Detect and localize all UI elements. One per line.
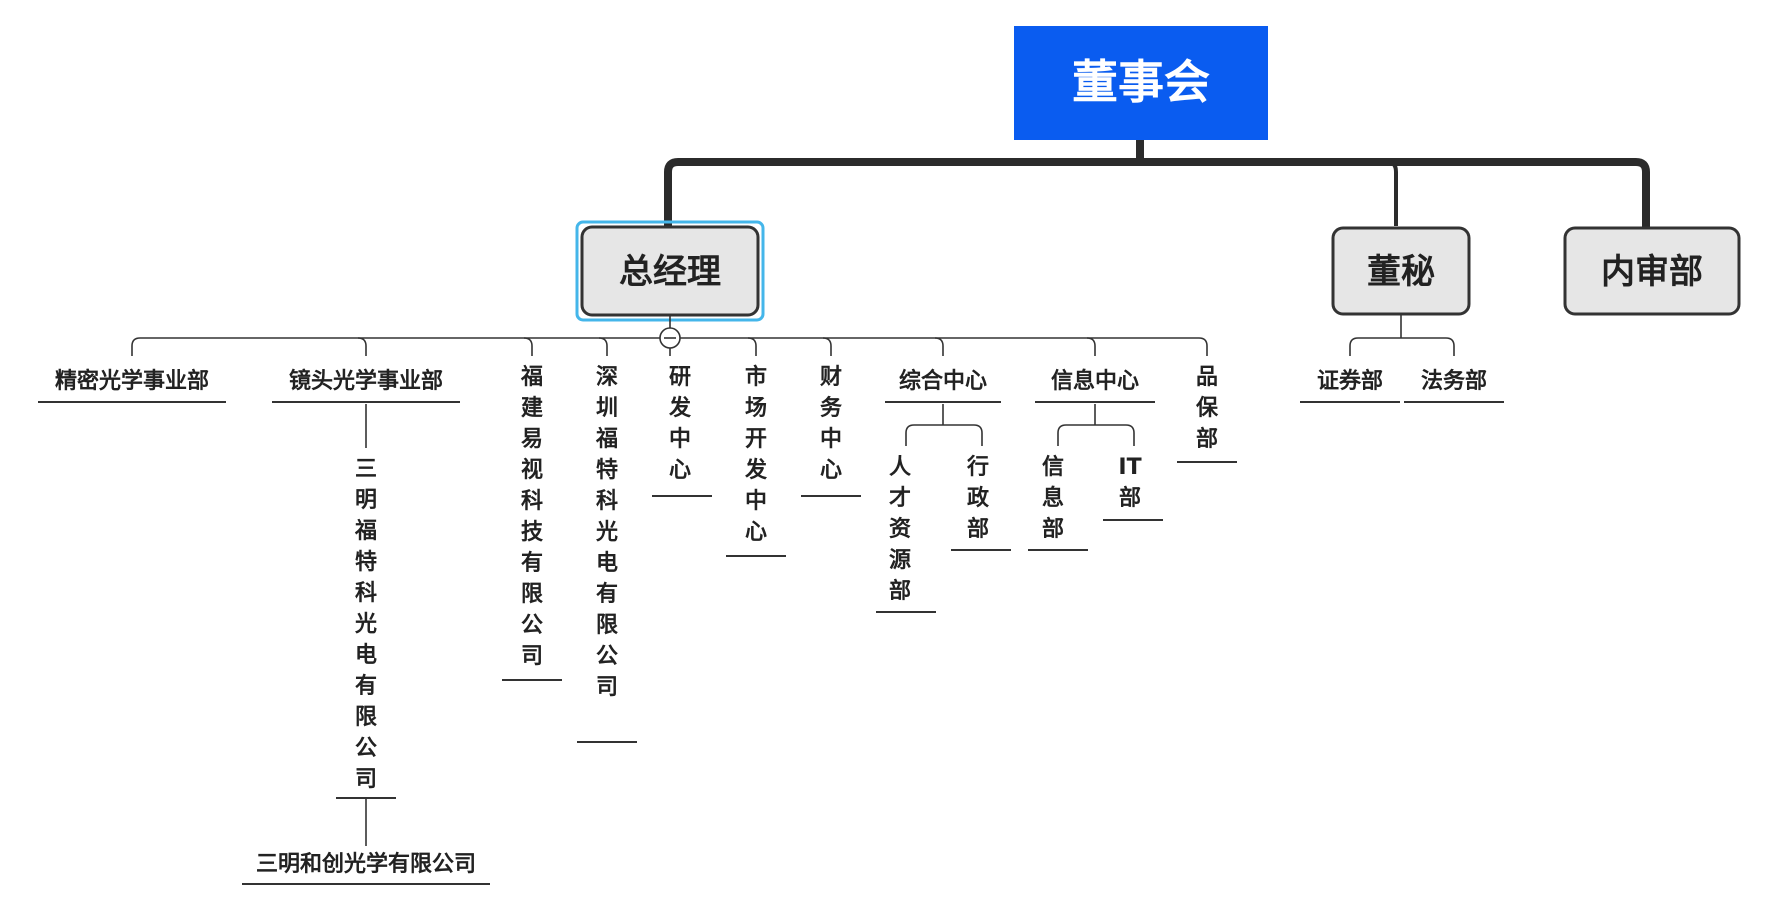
node-info-center[interactable]: 信息中心	[1035, 368, 1155, 403]
node-label-board-secretary: 董秘	[1367, 252, 1435, 292]
node-label: 研发中心	[668, 365, 692, 483]
node-label: 深圳福特科光电有限公司	[595, 365, 618, 700]
node-label: 精密光学事业部	[55, 368, 209, 394]
node-label: 财务中心	[820, 365, 843, 483]
node-shenzhen-fortec[interactable]: 深圳福特科光电有限公司	[577, 365, 637, 743]
node-internal-audit[interactable]: 内审部	[1563, 226, 1741, 316]
node-fujian-eview[interactable]: 福建易视科技有限公司	[502, 365, 562, 681]
trunk-connectors	[664, 134, 1650, 229]
node-label: 综合中心	[899, 368, 987, 394]
node-label-internal-audit: 内审部	[1601, 252, 1703, 292]
node-legal-dept[interactable]: 法务部	[1404, 368, 1504, 403]
node-sanming-fortec[interactable]: 三明福特科光电有限公司	[336, 457, 396, 799]
node-label: 信息中心	[1051, 368, 1139, 394]
node-label: 品保部	[1195, 365, 1219, 452]
node-info-dept[interactable]: 信息部	[1028, 454, 1088, 551]
node-label: 三明和创光学有限公司	[256, 851, 476, 877]
root-label: 董事会	[1072, 55, 1210, 109]
node-label: 福建易视科技有限公司	[520, 365, 544, 669]
node-securities-dept[interactable]: 证券部	[1300, 368, 1400, 403]
node-general-center[interactable]: 综合中心	[885, 368, 1001, 403]
node-hr-dept[interactable]: 人才资源部	[876, 455, 936, 613]
node-sanming-hechuang[interactable]: 三明和创光学有限公司	[242, 851, 490, 885]
node-label: 信息部	[1042, 454, 1064, 542]
node-market-center[interactable]: 市场开发中心	[726, 364, 786, 557]
node-label: 人才资源部	[889, 455, 911, 604]
node-board-secretary[interactable]: 董秘	[1331, 226, 1471, 316]
node-label: 行政部	[966, 454, 990, 542]
node-admin-dept[interactable]: 行政部	[951, 454, 1011, 551]
node-lens-optics[interactable]: 镜头光学事业部	[272, 368, 460, 403]
node-finance-center[interactable]: 财务中心	[801, 365, 861, 497]
root-node[interactable]: 董事会	[1014, 26, 1268, 140]
node-precision-optics[interactable]: 精密光学事业部	[38, 368, 226, 403]
node-label: 镜头光学事业部	[289, 368, 443, 394]
node-rd-center[interactable]: 研发中心	[652, 365, 712, 497]
node-label-general-manager: 总经理	[619, 252, 721, 292]
node-general-manager[interactable]: 总经理	[575, 220, 765, 322]
node-qa-dept[interactable]: 品保部	[1177, 365, 1237, 463]
node-label: 法务部	[1421, 368, 1487, 394]
node-label: 三明福特科光电有限公司	[354, 457, 377, 792]
collapse-toggle[interactable]	[659, 327, 681, 349]
node-label: 市场开发中心	[744, 364, 768, 545]
node-label: 证券部	[1317, 368, 1383, 394]
